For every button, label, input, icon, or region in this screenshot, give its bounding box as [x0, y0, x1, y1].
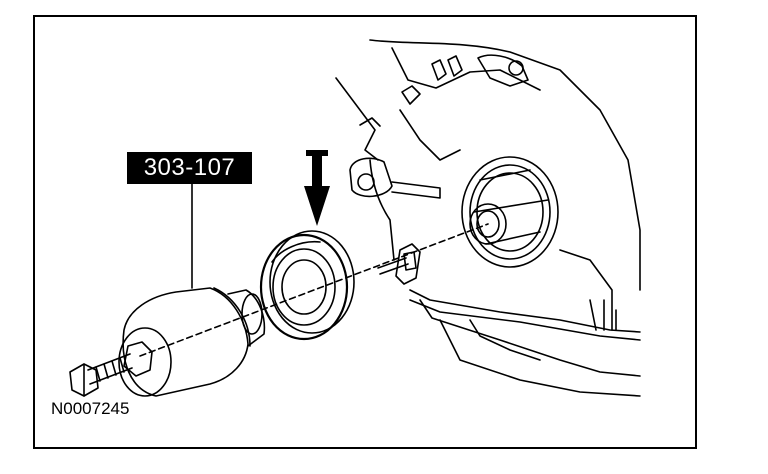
tool-number-label: 303-107 — [127, 152, 252, 184]
crankshaft-pulley — [461, 156, 559, 268]
engine-front-cover — [335, 39, 641, 397]
crankshaft-bolt — [377, 251, 417, 275]
figure-code: N0007245 — [51, 399, 130, 418]
seal-installer-tool — [69, 287, 266, 397]
crankshaft-front-seal — [259, 230, 355, 341]
illustration-frame — [33, 15, 697, 449]
install-direction-arrow — [304, 150, 330, 226]
alignment-centerline — [139, 223, 489, 357]
